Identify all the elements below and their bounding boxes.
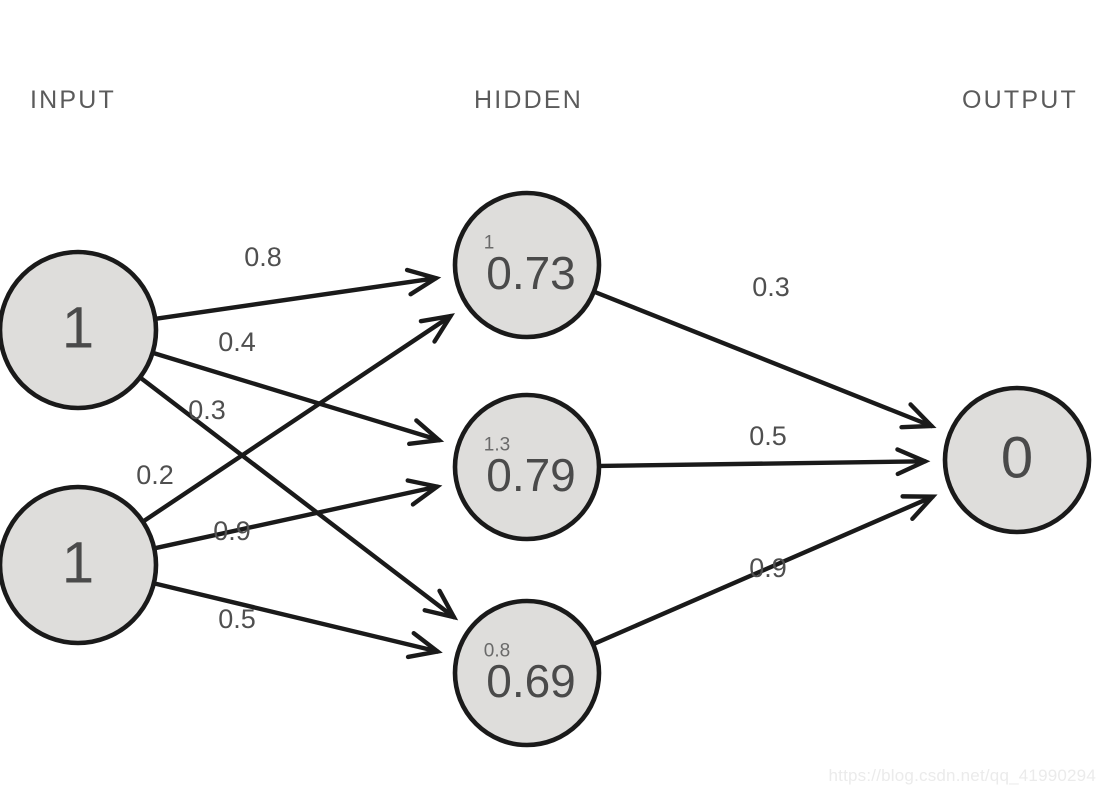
- arrowhead-icon: [418, 313, 455, 344]
- edge-i1-h2: [152, 351, 445, 447]
- weight-label-i2-h1: 0.2: [136, 460, 174, 490]
- weight-label-i1-h3: 0.3: [188, 395, 226, 425]
- weight-label-i2-h2: 0.9: [213, 516, 251, 546]
- arrowhead-icon: [405, 478, 443, 507]
- arrowhead-icon: [900, 494, 938, 522]
- arrowhead-icon: [422, 588, 459, 621]
- edge-weight-labels: 0.8 0.4 0.3 0.2 0.9 0.5 0.3 0.5 0.9: [136, 242, 790, 634]
- weight-label-h2-o1: 0.5: [749, 421, 787, 451]
- arrowhead-icon: [899, 402, 937, 430]
- node-o1: 0: [942, 385, 1092, 535]
- edge-i2-h2: [153, 478, 443, 551]
- node-value-h3: 0.69: [486, 655, 576, 707]
- arrowhead-icon: [407, 418, 445, 447]
- weight-label-h1-o1: 0.3: [752, 272, 790, 302]
- node-value-i1: 1: [62, 295, 94, 360]
- node-value-o1: 0: [1001, 425, 1033, 490]
- node-value-h1: 0.73: [486, 247, 576, 299]
- edge-i1-h3: [139, 376, 459, 621]
- edge-h3-o1: [592, 494, 938, 646]
- edges-group: [139, 267, 938, 660]
- edge-h1-o1: [593, 290, 937, 430]
- layer-label-input: INPUT: [30, 86, 116, 114]
- node-h2: 1.30.79: [452, 392, 602, 542]
- weight-label-i2-h3: 0.5: [218, 604, 256, 634]
- layer-label-hidden: HIDDEN: [474, 86, 584, 114]
- node-superscript-h1: 1: [484, 232, 495, 253]
- arrowhead-icon: [405, 630, 443, 660]
- node-i2: 1: [0, 484, 159, 646]
- weight-label-i1-h1: 0.8: [244, 242, 282, 272]
- node-i1: 1: [0, 249, 159, 411]
- edge-i2-h3: [153, 581, 443, 660]
- arrowhead-icon: [404, 267, 442, 297]
- arrowhead-icon: [895, 447, 931, 477]
- node-value-h2: 0.79: [486, 449, 576, 501]
- node-value-i2: 1: [62, 530, 94, 595]
- edge-i1-h1: [154, 267, 442, 321]
- edge-h2-o1: [598, 447, 931, 477]
- weight-label-h3-o1: 0.9: [749, 553, 787, 583]
- weight-label-i1-h2: 0.4: [218, 327, 256, 357]
- layer-label-output: OUTPUT: [962, 86, 1078, 114]
- node-superscript-h2: 1.3: [484, 434, 510, 455]
- node-h3: 0.80.69: [452, 598, 602, 748]
- node-superscript-h3: 0.8: [484, 640, 510, 661]
- node-h1: 10.73: [452, 190, 602, 340]
- edge-i2-h1: [142, 313, 455, 523]
- watermark-text: https://blog.csdn.net/qq_41990294: [828, 766, 1096, 785]
